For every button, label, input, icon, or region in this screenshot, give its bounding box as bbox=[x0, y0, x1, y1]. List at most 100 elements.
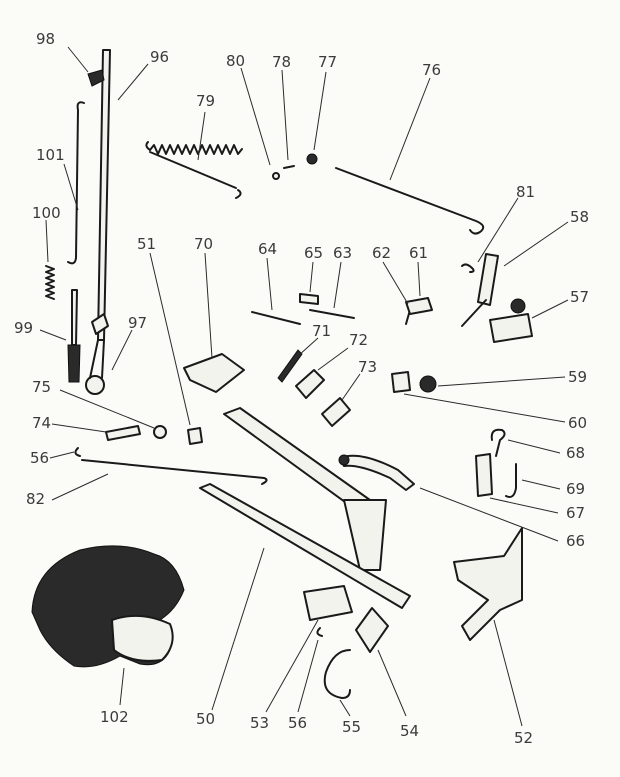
part-101-rod bbox=[67, 101, 85, 265]
callout-57: 57 bbox=[570, 288, 589, 306]
leader-79 bbox=[197, 111, 206, 161]
leader-101 bbox=[63, 163, 79, 211]
callout-100: 100 bbox=[32, 204, 61, 222]
callout-55: 55 bbox=[342, 718, 361, 736]
callout-52: 52 bbox=[514, 729, 533, 747]
leader-60 bbox=[403, 393, 566, 423]
leader-67 bbox=[489, 497, 559, 514]
leader-61 bbox=[417, 261, 421, 297]
callout-80: 80 bbox=[226, 52, 245, 70]
callout-75: 75 bbox=[32, 378, 51, 396]
callout-51: 51 bbox=[137, 235, 156, 253]
callout-74: 74 bbox=[32, 414, 51, 432]
leader-72 bbox=[317, 347, 349, 371]
callout-73: 73 bbox=[358, 358, 377, 376]
leader-70 bbox=[204, 252, 213, 359]
part-96-lever bbox=[97, 49, 111, 341]
part-82-rod bbox=[81, 459, 268, 485]
callout-71: 71 bbox=[312, 322, 331, 340]
leader-57 bbox=[531, 299, 569, 319]
leader-50 bbox=[211, 547, 265, 711]
part-52-bracket bbox=[453, 527, 523, 641]
part-68-hook bbox=[490, 428, 506, 457]
leader-82 bbox=[51, 473, 109, 501]
part-66-end bbox=[338, 454, 350, 466]
part-57-bracket bbox=[489, 313, 533, 343]
part-51-block bbox=[187, 427, 203, 445]
part-69-hook bbox=[505, 463, 517, 498]
callout-78: 78 bbox=[272, 53, 291, 71]
callout-81: 81 bbox=[516, 183, 535, 201]
part-81-clip bbox=[461, 263, 475, 273]
part-79-spring-body bbox=[149, 151, 237, 189]
callout-79: 79 bbox=[196, 92, 215, 110]
part-56-clip-upper bbox=[74, 447, 81, 457]
part-63-pin bbox=[309, 309, 355, 319]
callout-96: 96 bbox=[150, 48, 169, 66]
callout-70: 70 bbox=[194, 235, 213, 253]
leader-53 bbox=[265, 619, 319, 713]
callout-58: 58 bbox=[570, 208, 589, 226]
callout-65: 65 bbox=[304, 244, 323, 262]
part-60-block bbox=[391, 371, 411, 393]
leader-64 bbox=[266, 257, 273, 311]
part-70-plate bbox=[183, 353, 245, 393]
callout-56-upper: 56 bbox=[30, 449, 49, 467]
leader-102 bbox=[119, 667, 125, 706]
leader-96 bbox=[117, 63, 149, 101]
callout-56-lower: 56 bbox=[288, 714, 307, 732]
callout-63: 63 bbox=[333, 244, 352, 262]
callout-50: 50 bbox=[196, 710, 215, 728]
callout-labels: 98 96 101 100 99 97 80 78 77 76 79 81 58… bbox=[14, 30, 589, 747]
callout-98: 98 bbox=[36, 30, 55, 48]
part-96-lever-foot bbox=[89, 339, 105, 379]
part-74-pin bbox=[105, 425, 141, 441]
leader-73 bbox=[341, 373, 361, 401]
part-66-arm bbox=[339, 454, 415, 491]
leader-65 bbox=[309, 261, 314, 293]
leader-71 bbox=[297, 337, 319, 357]
callout-53: 53 bbox=[250, 714, 269, 732]
callout-82: 82 bbox=[26, 490, 45, 508]
part-57-bearing bbox=[510, 298, 526, 314]
leader-100 bbox=[45, 219, 49, 263]
part-71-bolt bbox=[277, 349, 303, 383]
part-99-rod-end bbox=[67, 344, 81, 383]
part-drawings bbox=[31, 49, 533, 699]
callout-67: 67 bbox=[566, 504, 585, 522]
leader-66 bbox=[419, 487, 559, 542]
callout-60: 60 bbox=[568, 414, 587, 432]
part-54-plate bbox=[355, 607, 389, 653]
leader-98 bbox=[67, 46, 89, 73]
part-78-pin bbox=[283, 165, 295, 169]
callout-72: 72 bbox=[349, 331, 368, 349]
part-frame-post bbox=[343, 499, 387, 571]
callout-66: 66 bbox=[566, 532, 585, 550]
part-56-clip-lower bbox=[316, 627, 323, 637]
part-55-hook bbox=[323, 649, 351, 699]
leader-74 bbox=[51, 423, 107, 433]
callout-61: 61 bbox=[409, 244, 428, 262]
leader-52 bbox=[493, 619, 523, 727]
part-99-rod bbox=[71, 289, 78, 346]
leader-51 bbox=[149, 252, 191, 426]
leader-62 bbox=[382, 261, 409, 305]
callout-54: 54 bbox=[400, 722, 419, 740]
leader-80 bbox=[240, 67, 271, 166]
part-98-cap bbox=[87, 69, 105, 87]
callout-leaders bbox=[39, 46, 569, 727]
part-102-bore bbox=[111, 614, 174, 662]
part-50-bar bbox=[199, 483, 411, 609]
leader-81 bbox=[477, 197, 519, 263]
callout-64: 64 bbox=[258, 240, 277, 258]
part-80-washer bbox=[272, 172, 280, 180]
leader-69 bbox=[521, 479, 561, 490]
part-77-nut bbox=[306, 153, 318, 165]
leader-54 bbox=[377, 649, 407, 717]
callout-99: 99 bbox=[14, 319, 33, 337]
callout-101: 101 bbox=[36, 146, 65, 164]
leader-56-upper bbox=[49, 451, 75, 459]
callout-68: 68 bbox=[566, 444, 585, 462]
part-61-link bbox=[405, 297, 433, 315]
part-79-spring-hooks bbox=[145, 141, 242, 199]
